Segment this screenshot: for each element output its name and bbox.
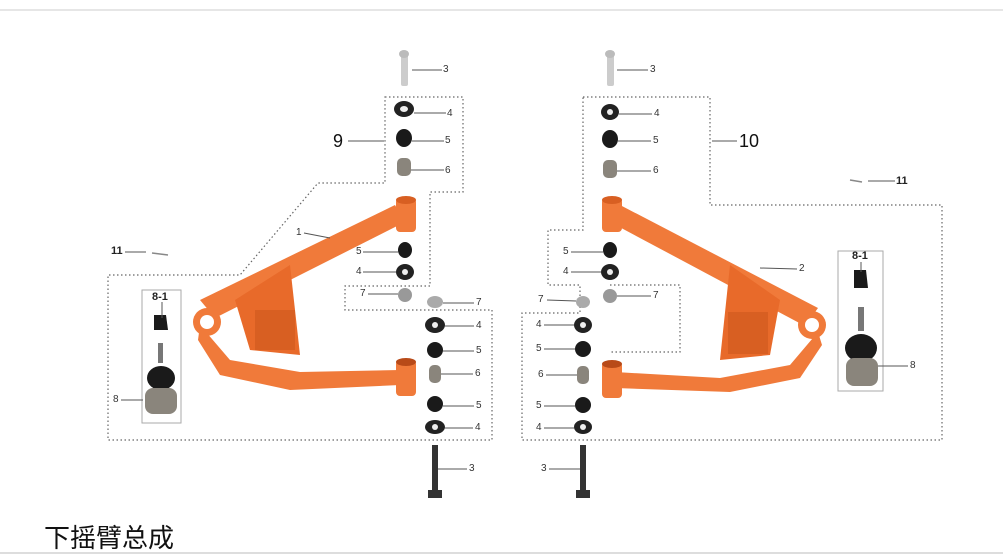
callout-right-bushing-2: 5 bbox=[563, 246, 569, 257]
right-ball-joint bbox=[845, 270, 878, 386]
callout-right-ball-joint-nut: 8-1 bbox=[852, 250, 868, 262]
right-hardware-stack bbox=[574, 50, 619, 498]
left-hardware-stack bbox=[394, 50, 445, 498]
callout-right-bushing-4: 5 bbox=[536, 400, 542, 411]
callout-left-sleeve: 6 bbox=[445, 165, 451, 176]
leader-lines bbox=[121, 69, 908, 470]
callout-right-arm: 2 bbox=[799, 263, 805, 274]
callout-right-clip: 11 bbox=[896, 175, 908, 187]
callout-left-bushing-3: 5 bbox=[476, 345, 482, 356]
right-lower-arm bbox=[602, 196, 826, 398]
callout-right-bolt-top: 3 bbox=[650, 64, 656, 75]
callout-left-washer: 4 bbox=[447, 108, 453, 119]
callout-group-9: 9 bbox=[333, 131, 344, 151]
callout-left-bolt-top: 3 bbox=[443, 64, 449, 75]
callout-right-washer-4: 4 bbox=[536, 422, 542, 433]
left-ball-joint bbox=[145, 315, 177, 414]
callout-left-bushing: 5 bbox=[445, 135, 451, 146]
callout-right-washer-2: 4 bbox=[563, 266, 569, 277]
right-clip bbox=[849, 179, 863, 183]
callout-left-bolt-bottom: 3 bbox=[469, 463, 475, 474]
callout-right-washer-3: 4 bbox=[536, 319, 542, 330]
callout-right-sleeve: 6 bbox=[653, 165, 659, 176]
callout-right-nut: 7 bbox=[538, 294, 544, 305]
callout-right-ball-joint: 8 bbox=[910, 360, 916, 371]
callout-right-bushing-3: 5 bbox=[536, 343, 542, 354]
callout-right-nut-2: 7 bbox=[653, 290, 659, 301]
callout-left-ball-joint: 8 bbox=[113, 394, 119, 405]
callout-left-bushing-4: 5 bbox=[476, 400, 482, 411]
callout-group-10: 10 bbox=[739, 131, 760, 151]
left-clip bbox=[151, 252, 169, 256]
callout-left-ball-joint-nut: 8-1 bbox=[152, 291, 168, 303]
ball-joint-box-right bbox=[837, 250, 884, 392]
page-title: 下摇臂总成 bbox=[44, 524, 175, 554]
callout-left-clip: 11 bbox=[111, 245, 123, 257]
left-lower-arm bbox=[193, 196, 416, 396]
callout-right-sleeve-2: 6 bbox=[538, 369, 544, 380]
callout-left-bushing-2: 5 bbox=[356, 246, 362, 257]
callout-left-arm: 1 bbox=[296, 227, 302, 238]
callout-left-washer-3: 4 bbox=[476, 320, 482, 331]
callout-left-washer-2: 4 bbox=[356, 266, 362, 277]
callout-right-bolt-bottom: 3 bbox=[541, 463, 547, 474]
callout-left-washer-4: 4 bbox=[475, 422, 481, 433]
group-10-outline bbox=[521, 96, 943, 441]
group-10-inner-outline bbox=[610, 284, 681, 353]
callout-right-washer: 4 bbox=[654, 108, 660, 119]
group-9-outline bbox=[107, 96, 493, 441]
callout-left-nut: 7 bbox=[360, 288, 366, 299]
ball-joint-box-left bbox=[141, 289, 182, 424]
callout-left-sleeve-2: 6 bbox=[475, 368, 481, 379]
callout-right-bushing: 5 bbox=[653, 135, 659, 146]
callout-left-nut-2: 7 bbox=[476, 297, 482, 308]
